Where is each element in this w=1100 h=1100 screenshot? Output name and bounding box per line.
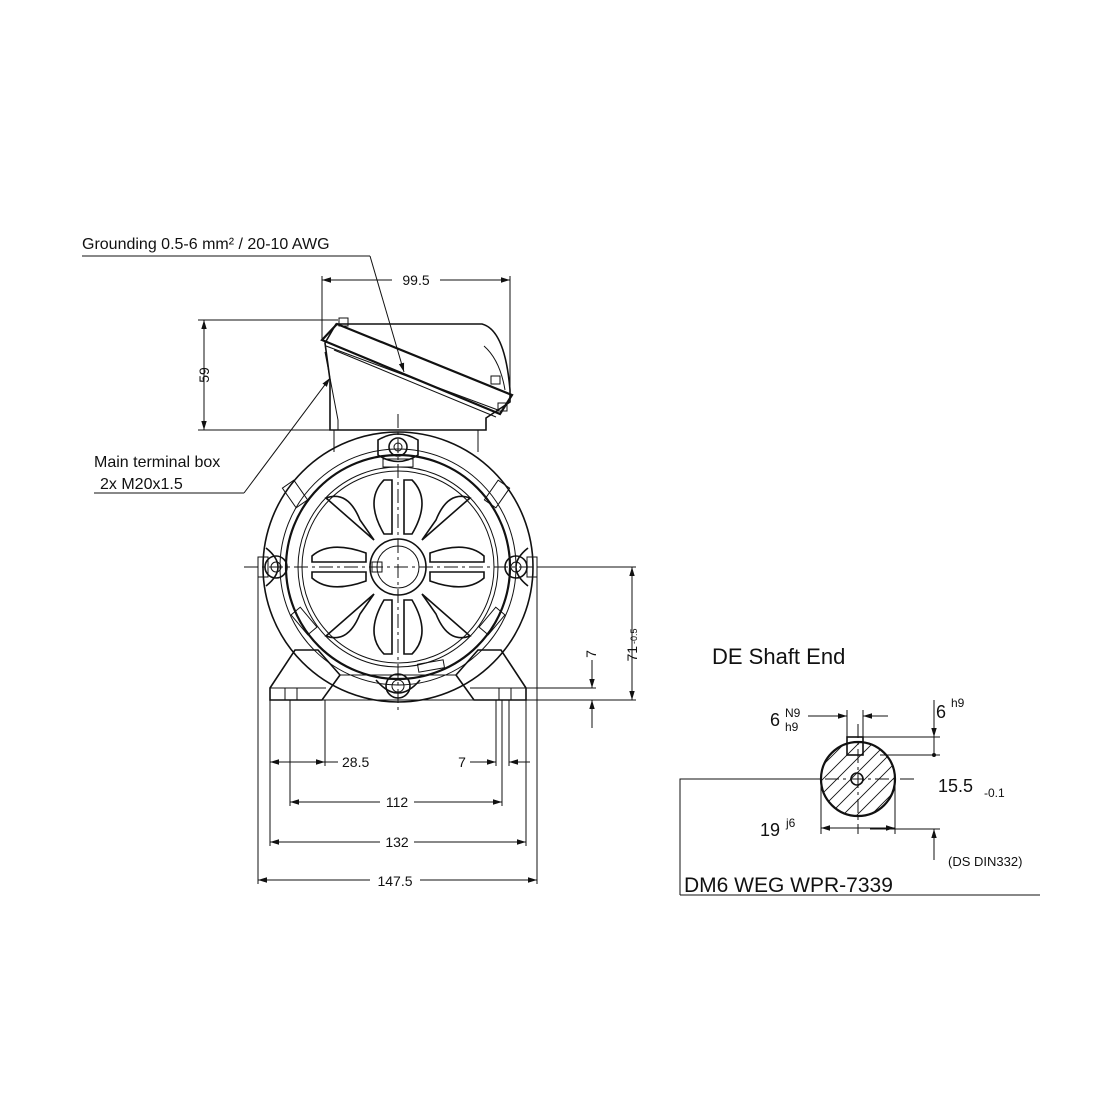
- dimensions: 99.5 59 71-0.5 7 28.5 7: [196, 270, 640, 889]
- shaft-standard: (DS DIN332): [948, 854, 1022, 869]
- dim-overall-width: 147.5: [377, 873, 412, 889]
- dim-hole-spacing: 112: [386, 794, 409, 810]
- dim-foot-inset: 28.5: [342, 754, 369, 770]
- terminal-box-cable-label: 2x M20x1.5: [100, 476, 183, 493]
- dim-slot-width: 7: [458, 754, 466, 770]
- grounding-label: Grounding 0.5-6 mm² / 20-10 AWG: [82, 236, 330, 253]
- key-depth-tol: -0.1: [984, 786, 1005, 800]
- shaft-diameter-tol: j6: [785, 816, 796, 830]
- dim-foot-width: 132: [385, 834, 409, 850]
- motor-front-view: [244, 317, 552, 712]
- key-height-dim: 6: [936, 702, 946, 722]
- callouts: Grounding 0.5-6 mm² / 20-10 AWG Main ter…: [82, 236, 405, 494]
- key-depth-dim: 15.5: [938, 776, 973, 796]
- drawing-title: DM6 WEG WPR-7339: [684, 874, 893, 897]
- shaft-diameter-dim: 19: [760, 820, 780, 840]
- dim-box-height: 59: [196, 367, 212, 383]
- shaft-end-detail: DE Shaft End: [712, 644, 1022, 869]
- key-width-tol-lower: h9: [785, 720, 799, 734]
- terminal-box: [320, 317, 514, 431]
- key-height-tol: h9: [951, 696, 965, 710]
- title-block: DM6 WEG WPR-7339: [679, 778, 1040, 897]
- dim-foot-height: 7: [583, 650, 599, 658]
- terminal-box-label: Main terminal box: [94, 454, 220, 471]
- dim-box-width: 99.5: [402, 272, 429, 288]
- shaft-section: [800, 724, 916, 834]
- dim-shaft-height: 71-0.5: [624, 628, 640, 661]
- shaft-end-title: DE Shaft End: [712, 644, 845, 669]
- key-width-dim: 6: [770, 710, 780, 730]
- key-width-tol-upper: N9: [785, 706, 801, 720]
